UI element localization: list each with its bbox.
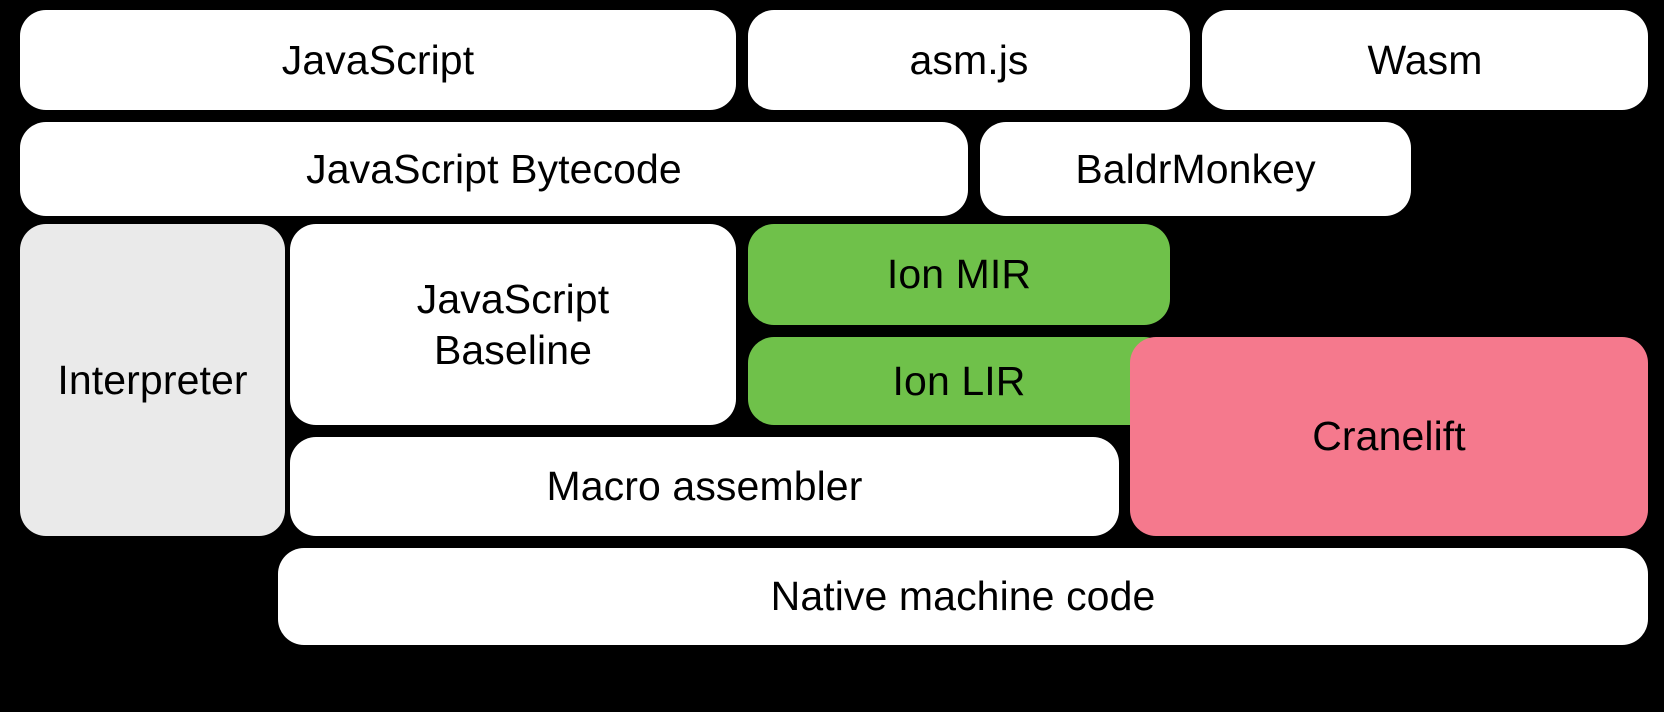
node-javascript-baseline[interactable]: JavaScript Baseline xyxy=(290,224,736,425)
node-javascript-source[interactable]: JavaScript xyxy=(20,10,736,110)
node-javascript-bytecode[interactable]: JavaScript Bytecode xyxy=(20,122,968,216)
node-label-ion-lir: Ion LIR xyxy=(892,357,1026,404)
node-cranelift[interactable]: Cranelift xyxy=(1130,337,1648,536)
node-label-interpreter: Interpreter xyxy=(57,356,248,403)
node-ion-mir[interactable]: Ion MIR xyxy=(748,224,1170,325)
node-asm-js[interactable]: asm.js xyxy=(748,10,1190,110)
node-native-machine-code[interactable]: Native machine code xyxy=(278,548,1648,645)
node-interpreter[interactable]: Interpreter xyxy=(20,224,285,536)
node-label-ion-mir: Ion MIR xyxy=(886,251,1032,298)
node-label-cranelift: Cranelift xyxy=(1312,413,1466,460)
node-label-javascript-source: JavaScript xyxy=(281,36,475,83)
node-baldrmonkey[interactable]: BaldrMonkey xyxy=(980,122,1411,216)
node-macro-assembler[interactable]: Macro assembler xyxy=(290,437,1119,536)
node-label-wasm: Wasm xyxy=(1367,36,1483,83)
node-label-baldrmonkey: BaldrMonkey xyxy=(1075,145,1316,192)
node-wasm[interactable]: Wasm xyxy=(1202,10,1648,110)
node-label-macro-assembler: Macro assembler xyxy=(546,463,863,510)
node-label-native-machine-code: Native machine code xyxy=(770,573,1156,620)
node-label-asm-js: asm.js xyxy=(909,36,1029,83)
node-ion-lir[interactable]: Ion LIR xyxy=(748,337,1170,425)
node-label-javascript-bytecode: JavaScript Bytecode xyxy=(306,145,682,192)
node-label-javascript-baseline: JavaScript Baseline xyxy=(416,276,610,373)
